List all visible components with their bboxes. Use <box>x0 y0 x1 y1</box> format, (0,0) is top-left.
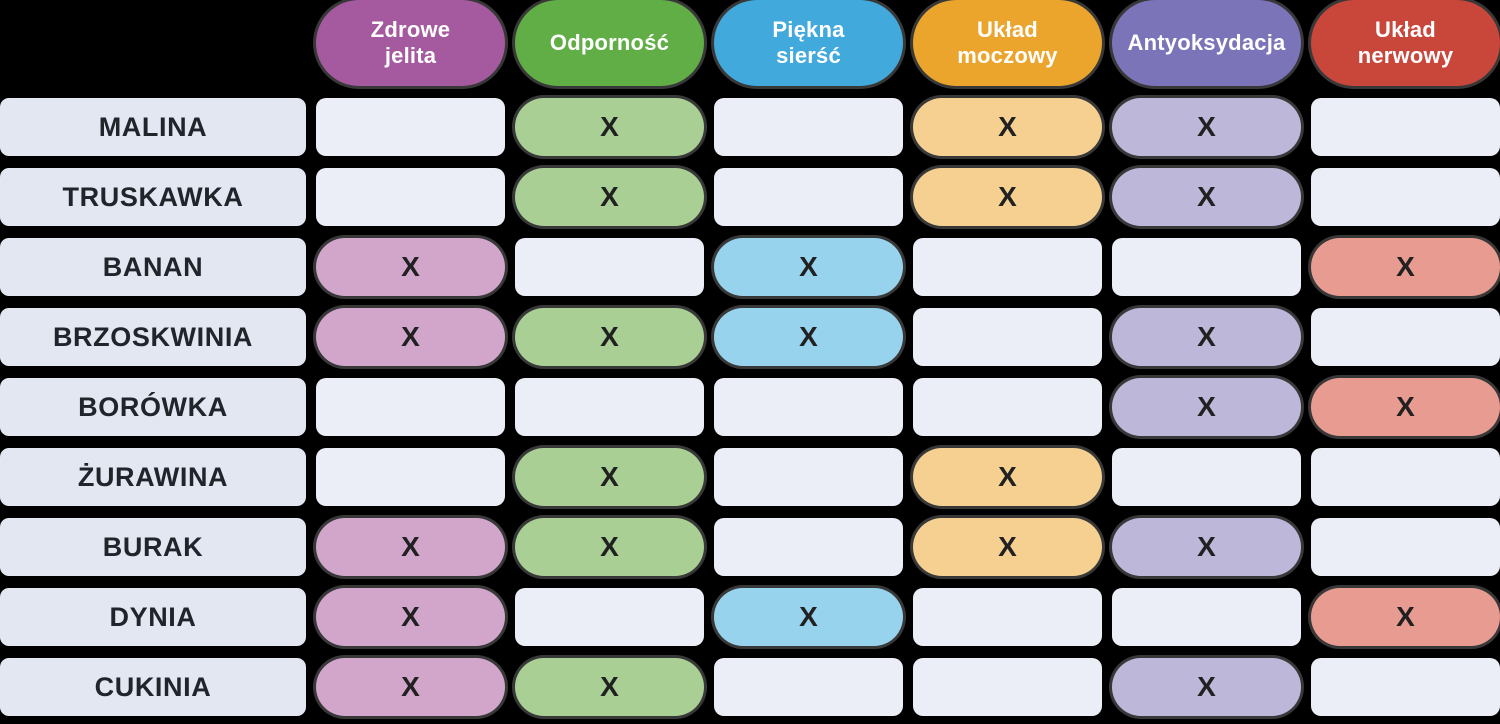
empty-cell-malina-uklad-nerwowy <box>1311 98 1500 156</box>
empty-cell-borowka-odpornosc <box>515 378 704 436</box>
empty-cell-truskawka-piekna-siersc <box>714 168 903 226</box>
empty-cell-zurawina-antyoksydacja <box>1112 448 1301 506</box>
row-label-burak: BURAK <box>0 518 306 576</box>
empty-cell-borowka-uklad-moczowy <box>913 378 1102 436</box>
mark-cell-burak-uklad-moczowy: X <box>913 518 1102 576</box>
empty-cell-brzoskwinia-uklad-nerwowy <box>1311 308 1500 366</box>
mark-cell-dynia-zdrowe-jelita: X <box>316 588 505 646</box>
column-header-uklad-moczowy: Układ moczowy <box>913 0 1102 86</box>
empty-cell-banan-odpornosc <box>515 238 704 296</box>
column-header-antyoksydacja: Antyoksydacja <box>1112 0 1301 86</box>
empty-cell-truskawka-zdrowe-jelita <box>316 168 505 226</box>
mark-cell-cukinia-antyoksydacja: X <box>1112 658 1301 716</box>
row-label-malina: MALINA <box>0 98 306 156</box>
mark-cell-burak-odpornosc: X <box>515 518 704 576</box>
row-label-borowka: BORÓWKA <box>0 378 306 436</box>
mark-cell-malina-odpornosc: X <box>515 98 704 156</box>
mark-cell-cukinia-odpornosc: X <box>515 658 704 716</box>
row-label-zurawina: ŻURAWINA <box>0 448 306 506</box>
mark-cell-cukinia-zdrowe-jelita: X <box>316 658 505 716</box>
mark-cell-zurawina-odpornosc: X <box>515 448 704 506</box>
mark-cell-truskawka-antyoksydacja: X <box>1112 168 1301 226</box>
mark-cell-dynia-uklad-nerwowy: X <box>1311 588 1500 646</box>
empty-cell-banan-antyoksydacja <box>1112 238 1301 296</box>
row-label-dynia: DYNIA <box>0 588 306 646</box>
row-label-banan: BANAN <box>0 238 306 296</box>
mark-cell-banan-piekna-siersc: X <box>714 238 903 296</box>
mark-cell-malina-uklad-moczowy: X <box>913 98 1102 156</box>
empty-cell-borowka-piekna-siersc <box>714 378 903 436</box>
empty-cell-borowka-zdrowe-jelita <box>316 378 505 436</box>
mark-cell-borowka-antyoksydacja: X <box>1112 378 1301 436</box>
empty-cell-zurawina-uklad-nerwowy <box>1311 448 1500 506</box>
column-header-piekna-siersc: Piękna sierść <box>714 0 903 86</box>
mark-cell-malina-antyoksydacja: X <box>1112 98 1301 156</box>
empty-cell-cukinia-uklad-moczowy <box>913 658 1102 716</box>
empty-cell-truskawka-uklad-nerwowy <box>1311 168 1500 226</box>
empty-cell-cukinia-piekna-siersc <box>714 658 903 716</box>
empty-cell-burak-piekna-siersc <box>714 518 903 576</box>
empty-cell-dynia-antyoksydacja <box>1112 588 1301 646</box>
empty-cell-zurawina-piekna-siersc <box>714 448 903 506</box>
mark-cell-burak-zdrowe-jelita: X <box>316 518 505 576</box>
empty-cell-banan-uklad-moczowy <box>913 238 1102 296</box>
column-header-uklad-nerwowy: Układ nerwowy <box>1311 0 1500 86</box>
row-label-truskawka: TRUSKAWKA <box>0 168 306 226</box>
column-header-odpornosc: Odporność <box>515 0 704 86</box>
mark-cell-truskawka-uklad-moczowy: X <box>913 168 1102 226</box>
mark-cell-banan-uklad-nerwowy: X <box>1311 238 1500 296</box>
row-label-brzoskwinia: BRZOSKWINIA <box>0 308 306 366</box>
corner-spacer <box>0 0 306 86</box>
mark-cell-banan-zdrowe-jelita: X <box>316 238 505 296</box>
mark-cell-brzoskwinia-odpornosc: X <box>515 308 704 366</box>
empty-cell-malina-piekna-siersc <box>714 98 903 156</box>
empty-cell-dynia-uklad-moczowy <box>913 588 1102 646</box>
mark-cell-truskawka-odpornosc: X <box>515 168 704 226</box>
mark-cell-brzoskwinia-zdrowe-jelita: X <box>316 308 505 366</box>
empty-cell-burak-uklad-nerwowy <box>1311 518 1500 576</box>
empty-cell-dynia-odpornosc <box>515 588 704 646</box>
mark-cell-dynia-piekna-siersc: X <box>714 588 903 646</box>
mark-cell-burak-antyoksydacja: X <box>1112 518 1301 576</box>
mark-cell-borowka-uklad-nerwowy: X <box>1311 378 1500 436</box>
empty-cell-malina-zdrowe-jelita <box>316 98 505 156</box>
column-header-zdrowe-jelita: Zdrowe jelita <box>316 0 505 86</box>
row-label-cukinia: CUKINIA <box>0 658 306 716</box>
mark-cell-brzoskwinia-piekna-siersc: X <box>714 308 903 366</box>
empty-cell-brzoskwinia-uklad-moczowy <box>913 308 1102 366</box>
mark-cell-brzoskwinia-antyoksydacja: X <box>1112 308 1301 366</box>
empty-cell-zurawina-zdrowe-jelita <box>316 448 505 506</box>
empty-cell-cukinia-uklad-nerwowy <box>1311 658 1500 716</box>
mark-cell-zurawina-uklad-moczowy: X <box>913 448 1102 506</box>
